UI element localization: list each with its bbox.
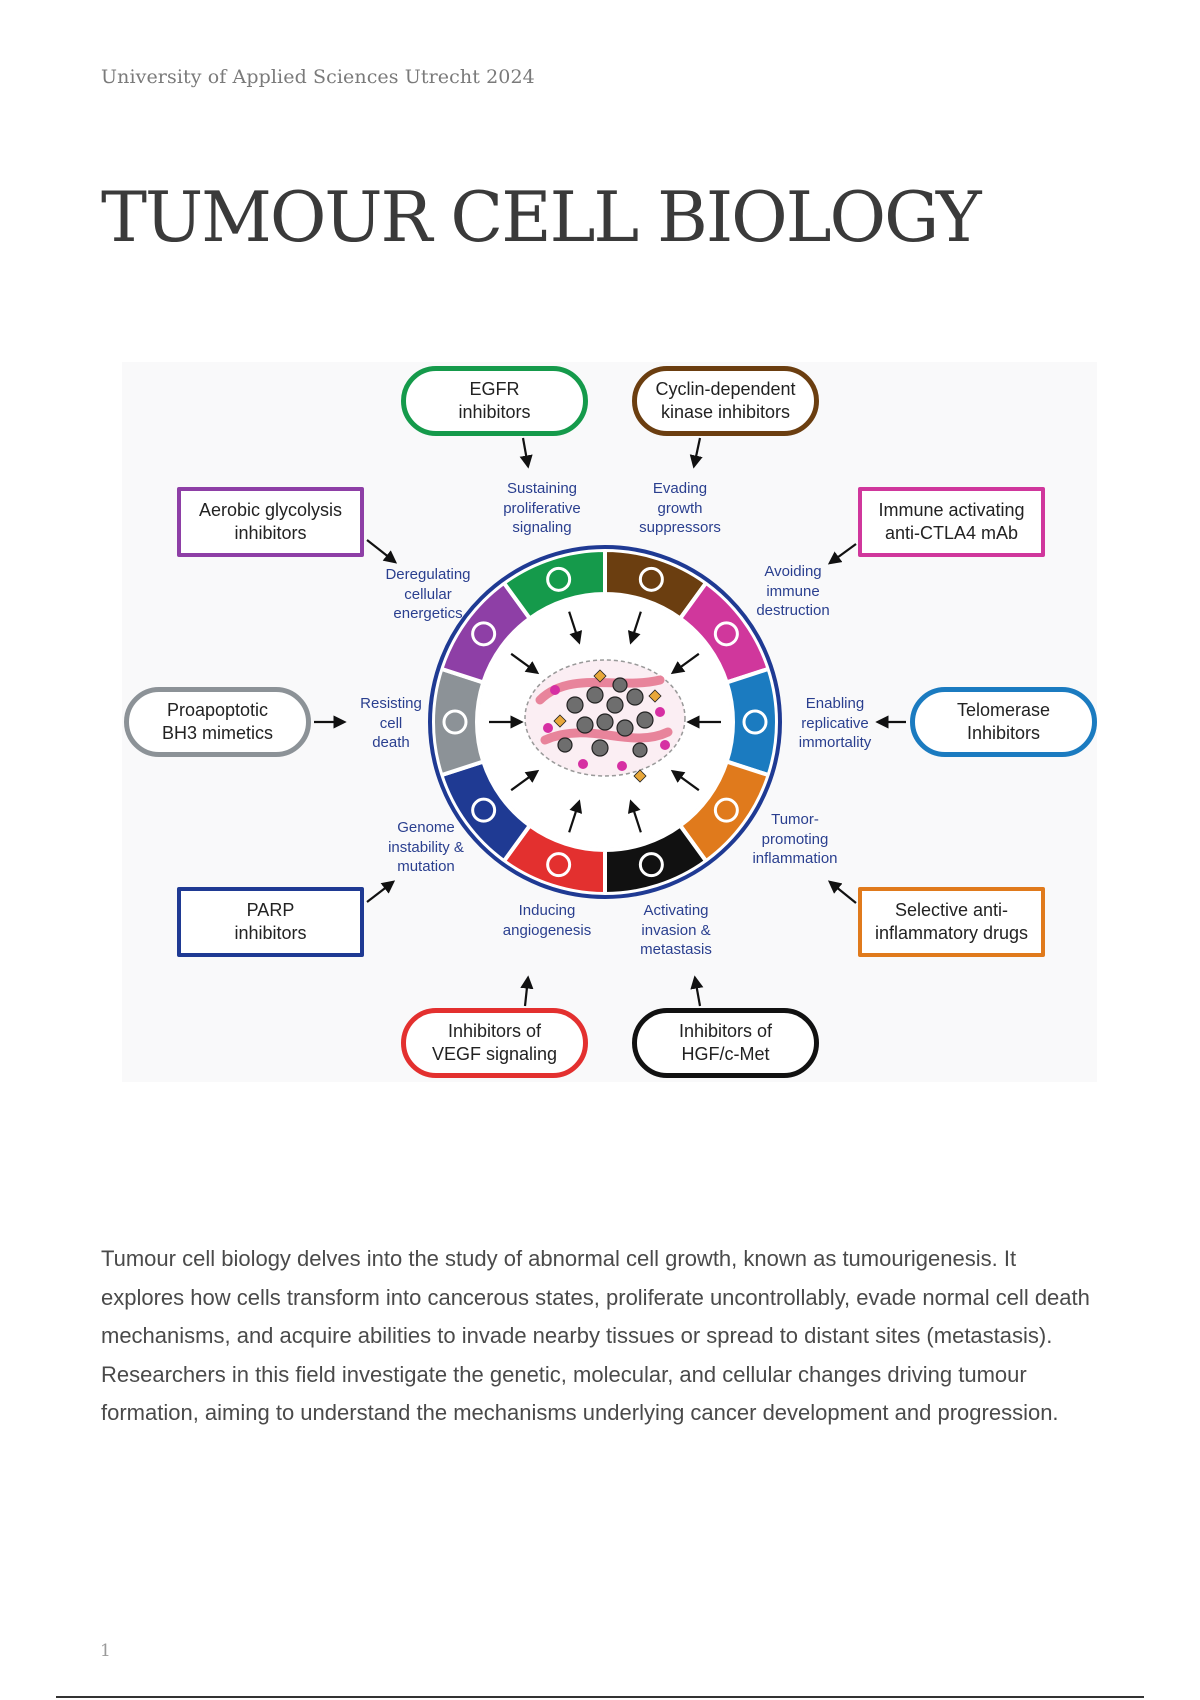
inner-arrow xyxy=(627,611,642,645)
segment-resisting-cell-death xyxy=(431,666,486,778)
segment-inflammation xyxy=(677,759,772,864)
drug-arrow xyxy=(519,437,533,469)
segment-proliferative-signaling xyxy=(501,547,607,622)
hallmark-evading-growth-suppressors: Evading growth suppressors xyxy=(639,480,721,536)
dna-icon xyxy=(471,797,497,823)
drug-vegf-inhibitors: Inhibitors of VEGF signaling xyxy=(401,1008,588,1078)
flame-icon xyxy=(713,797,739,823)
drug-arrow xyxy=(520,975,534,1007)
drug-telomerase-inhibitors: Telomerase Inhibitors xyxy=(910,687,1097,757)
pacman-icon xyxy=(713,621,739,647)
arrow-icon xyxy=(546,566,572,592)
segment-replicative-immortality xyxy=(724,666,779,778)
footer-rule xyxy=(56,1696,1144,1698)
inner-arrow xyxy=(510,652,540,675)
hallmark-invasion-metastasis: Activating invasion & metastasis xyxy=(640,902,712,958)
inner-arrow xyxy=(670,769,700,792)
page-number: 1 xyxy=(100,1641,111,1661)
drug-anti-ctla4-mab: Immune activating anti-CTLA4 mAb xyxy=(858,487,1045,557)
drug-parp-inhibitors: PARP inhibitors xyxy=(177,887,364,957)
segment-evading-growth-suppressors xyxy=(603,547,709,622)
segment-cellular-energetics xyxy=(438,580,533,685)
header-institution: University of Applied Sciences Utrecht 2… xyxy=(101,66,535,88)
drug-arrow xyxy=(366,539,398,564)
hallmark-tumor-promoting-inflammation: Tumor- promoting inflammation xyxy=(752,811,838,867)
drug-bh3-mimetics: Proapoptotic BH3 mimetics xyxy=(124,687,311,757)
inner-arrow xyxy=(670,652,700,675)
tumor-cluster xyxy=(524,659,686,783)
drug-hgf-cmet-inhibitors: Inhibitors of HGF/c-Met xyxy=(632,1008,819,1078)
ghost-cell-icon xyxy=(638,852,664,878)
drug-arrow xyxy=(827,880,857,904)
segment-genome-instability xyxy=(438,759,533,864)
inner-arrow xyxy=(627,799,642,833)
ring-outer-border xyxy=(428,545,782,899)
drug-glycolysis-inhibitors: Aerobic glycolysis inhibitors xyxy=(177,487,364,557)
no-symbol-icon xyxy=(638,566,664,592)
atom-icon xyxy=(471,621,497,647)
hallmark-resisting-cell-death: Resisting cell death xyxy=(360,695,422,751)
ring-inner-area xyxy=(479,596,731,848)
hallmark-ring xyxy=(428,545,782,899)
inner-arrow xyxy=(568,611,583,645)
drug-egfr-inhibitors: EGFR inhibitors xyxy=(401,366,588,436)
hallmark-avoiding-immune-destruction: Avoiding immune destruction xyxy=(756,563,830,619)
infinity-icon xyxy=(742,709,768,735)
hallmark-proliferative-signaling: Sustaining proliferative signaling xyxy=(503,480,581,536)
drug-arrow xyxy=(690,975,704,1007)
drug-arrow xyxy=(827,543,857,565)
drug-anti-inflammatory: Selective anti- inflammatory drugs xyxy=(858,887,1045,957)
drug-cdk-inhibitors: Cyclin-dependent kinase inhibitors xyxy=(632,366,819,436)
hallmark-replicative-immortality: Enabling replicative immortality xyxy=(798,695,872,751)
drug-arrow xyxy=(366,880,396,903)
segment-immune-destruction xyxy=(677,580,772,685)
segment-invasion-metastasis xyxy=(603,822,709,897)
body-paragraph: Tumour cell biology delves into the stud… xyxy=(101,1246,1090,1425)
drug-arrow xyxy=(689,437,703,469)
cross-icon xyxy=(442,709,468,735)
hallmark-genome-instability: Genome instability & mutation xyxy=(388,819,464,875)
inner-arrow xyxy=(510,769,540,792)
segment-angiogenesis xyxy=(501,822,607,897)
hallmark-cellular-energetics: Deregulating cellular energetics xyxy=(385,566,471,622)
inner-arrow xyxy=(568,799,583,833)
hallmark-inducing-angiogenesis: Inducing angiogenesis xyxy=(502,902,592,939)
page-title: TUMOUR CELL BIOLOGY xyxy=(101,178,982,258)
vessel-icon xyxy=(546,852,572,878)
